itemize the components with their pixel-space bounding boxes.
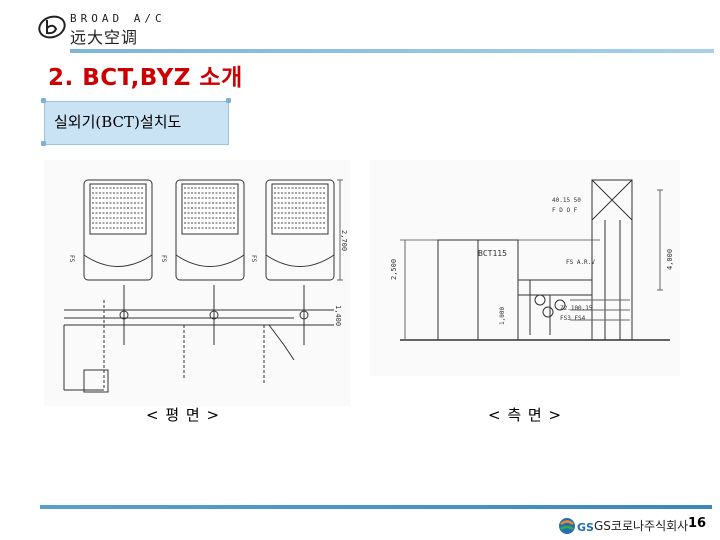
gs-logo-icon: GS [559,518,594,534]
side-view-drawing: BCT115 2,500 4,000 1,000 40.15 50 F D O … [370,160,680,376]
outdoor-unit [265,179,335,281]
dimension-label: 2,700 [340,230,348,251]
dimension-label: 1,400 [334,305,342,326]
pipe-label: FS [68,255,75,263]
box-corner-dot [226,98,231,103]
outdoor-unit [175,179,245,281]
pipe-label: 40.15 50 [552,197,581,204]
dimension-label: 1,000 [499,307,506,325]
pipe-label: FS [250,255,257,263]
dimension-label: 4,000 [666,249,674,270]
side-view-caption: < 측 면 > [488,406,563,424]
unit-label: BCT115 [478,249,507,258]
svg-text:GS: GS [577,521,594,534]
box-corner-dot [41,98,46,103]
pipe-label: FS A.R.V [566,259,595,266]
footer-divider [40,505,712,509]
box-corner-dot [41,141,46,146]
header-divider [70,49,714,53]
pipe-label: F D O F [552,207,578,214]
section-label: 실외기(BCT)설치도 [54,113,182,131]
section-label-box [44,101,229,145]
pipe-label: Z2.100.15 [560,305,593,312]
brand-name-chinese: 远大空调 [70,28,139,47]
broad-logo-icon [38,15,66,39]
pipe-label: FS3 FS4 [560,315,586,322]
dimension-label: 2,500 [390,259,398,280]
slide-title: 2. BCT,BYZ 소개 [48,65,243,91]
plan-view-drawing: 2,700 1,400 FS FS FS [44,160,350,406]
page-number: 16 [688,516,707,531]
brand-name-english: BROAD A/C [70,12,166,25]
pipe-label: FS [160,255,167,263]
outdoor-unit [83,179,153,281]
plan-view-caption: < 평 면 > [146,406,221,424]
company-name: GS코로나주식회사 [594,519,689,533]
